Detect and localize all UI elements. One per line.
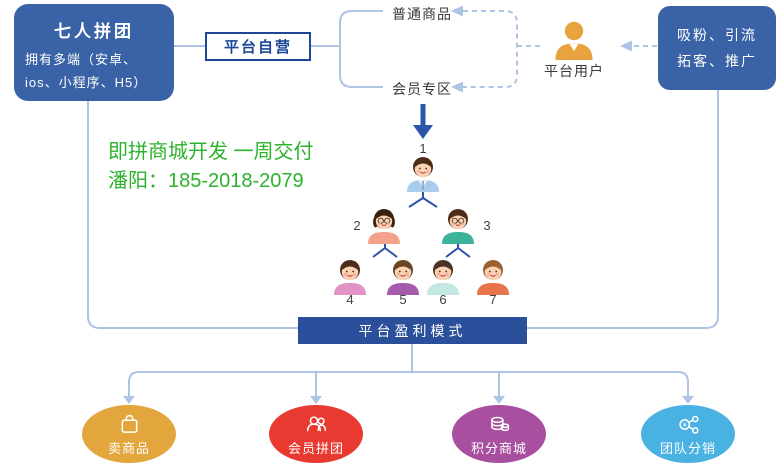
tree-person-4 [330,259,370,295]
shopping-bag-icon [116,411,143,438]
promo-text: 即拼商城开发 一周交付 潘阳：185-2018-2079 [108,138,314,196]
oval-label: 积分商城 [470,441,527,456]
person-number-2: 2 [353,218,361,233]
member-group-icon [303,411,330,438]
acquisition-box: 吸粉、引流 拓客、推广 [658,6,776,90]
label-member-zone: 会员专区 [392,81,452,97]
promo-line2: 潘阳：185-2018-2079 [108,170,304,192]
coins-icon [486,411,513,438]
oval-sell-goods: 卖商品 [82,405,176,463]
tree-branches [372,192,471,258]
oval-points-mall: 积分商城 [452,405,546,463]
oval-member-group: 会员拼团 [269,405,363,463]
promo-line1: 即拼商城开发 一周交付 [108,141,314,163]
platform-self-box: 平台自营 [205,32,311,61]
platform-user-label: 平台用户 [544,63,604,79]
profit-mode-bar: 平台盈利模式 [298,317,527,344]
person-number-7: 7 [489,292,497,307]
product-subtitle: 拥有多端（安卓、 ios、小程序、H5） [25,52,148,90]
person-number-5: 5 [399,292,407,307]
person-number-3: 3 [483,218,491,233]
tree-person-1 [403,156,443,192]
tree-person-5 [383,259,423,295]
person-number-1: 1 [419,141,427,156]
svg-text:¥: ¥ [682,422,686,429]
tree-person-6 [423,259,463,295]
tree-person-3 [438,208,478,244]
member-zone-down-arrow [413,104,433,139]
product-title: 七人拼团 [54,22,134,41]
share-network-icon: ¥ [675,411,702,438]
product-box: 七人拼团 拥有多端（安卓、 ios、小程序、H5） [14,4,174,101]
platform-user-icon [552,20,596,60]
oval-label: 团队分销 [659,441,716,456]
label-normal-goods: 普通商品 [392,6,452,22]
tree-person-7 [473,259,513,295]
person-number-6: 6 [439,292,447,307]
oval-team-distribution: ¥ 团队分销 [641,405,735,463]
person-number-4: 4 [346,292,354,307]
tree-person-2 [364,208,404,244]
oval-label: 卖商品 [107,441,150,456]
oval-label: 会员拼团 [287,441,344,456]
